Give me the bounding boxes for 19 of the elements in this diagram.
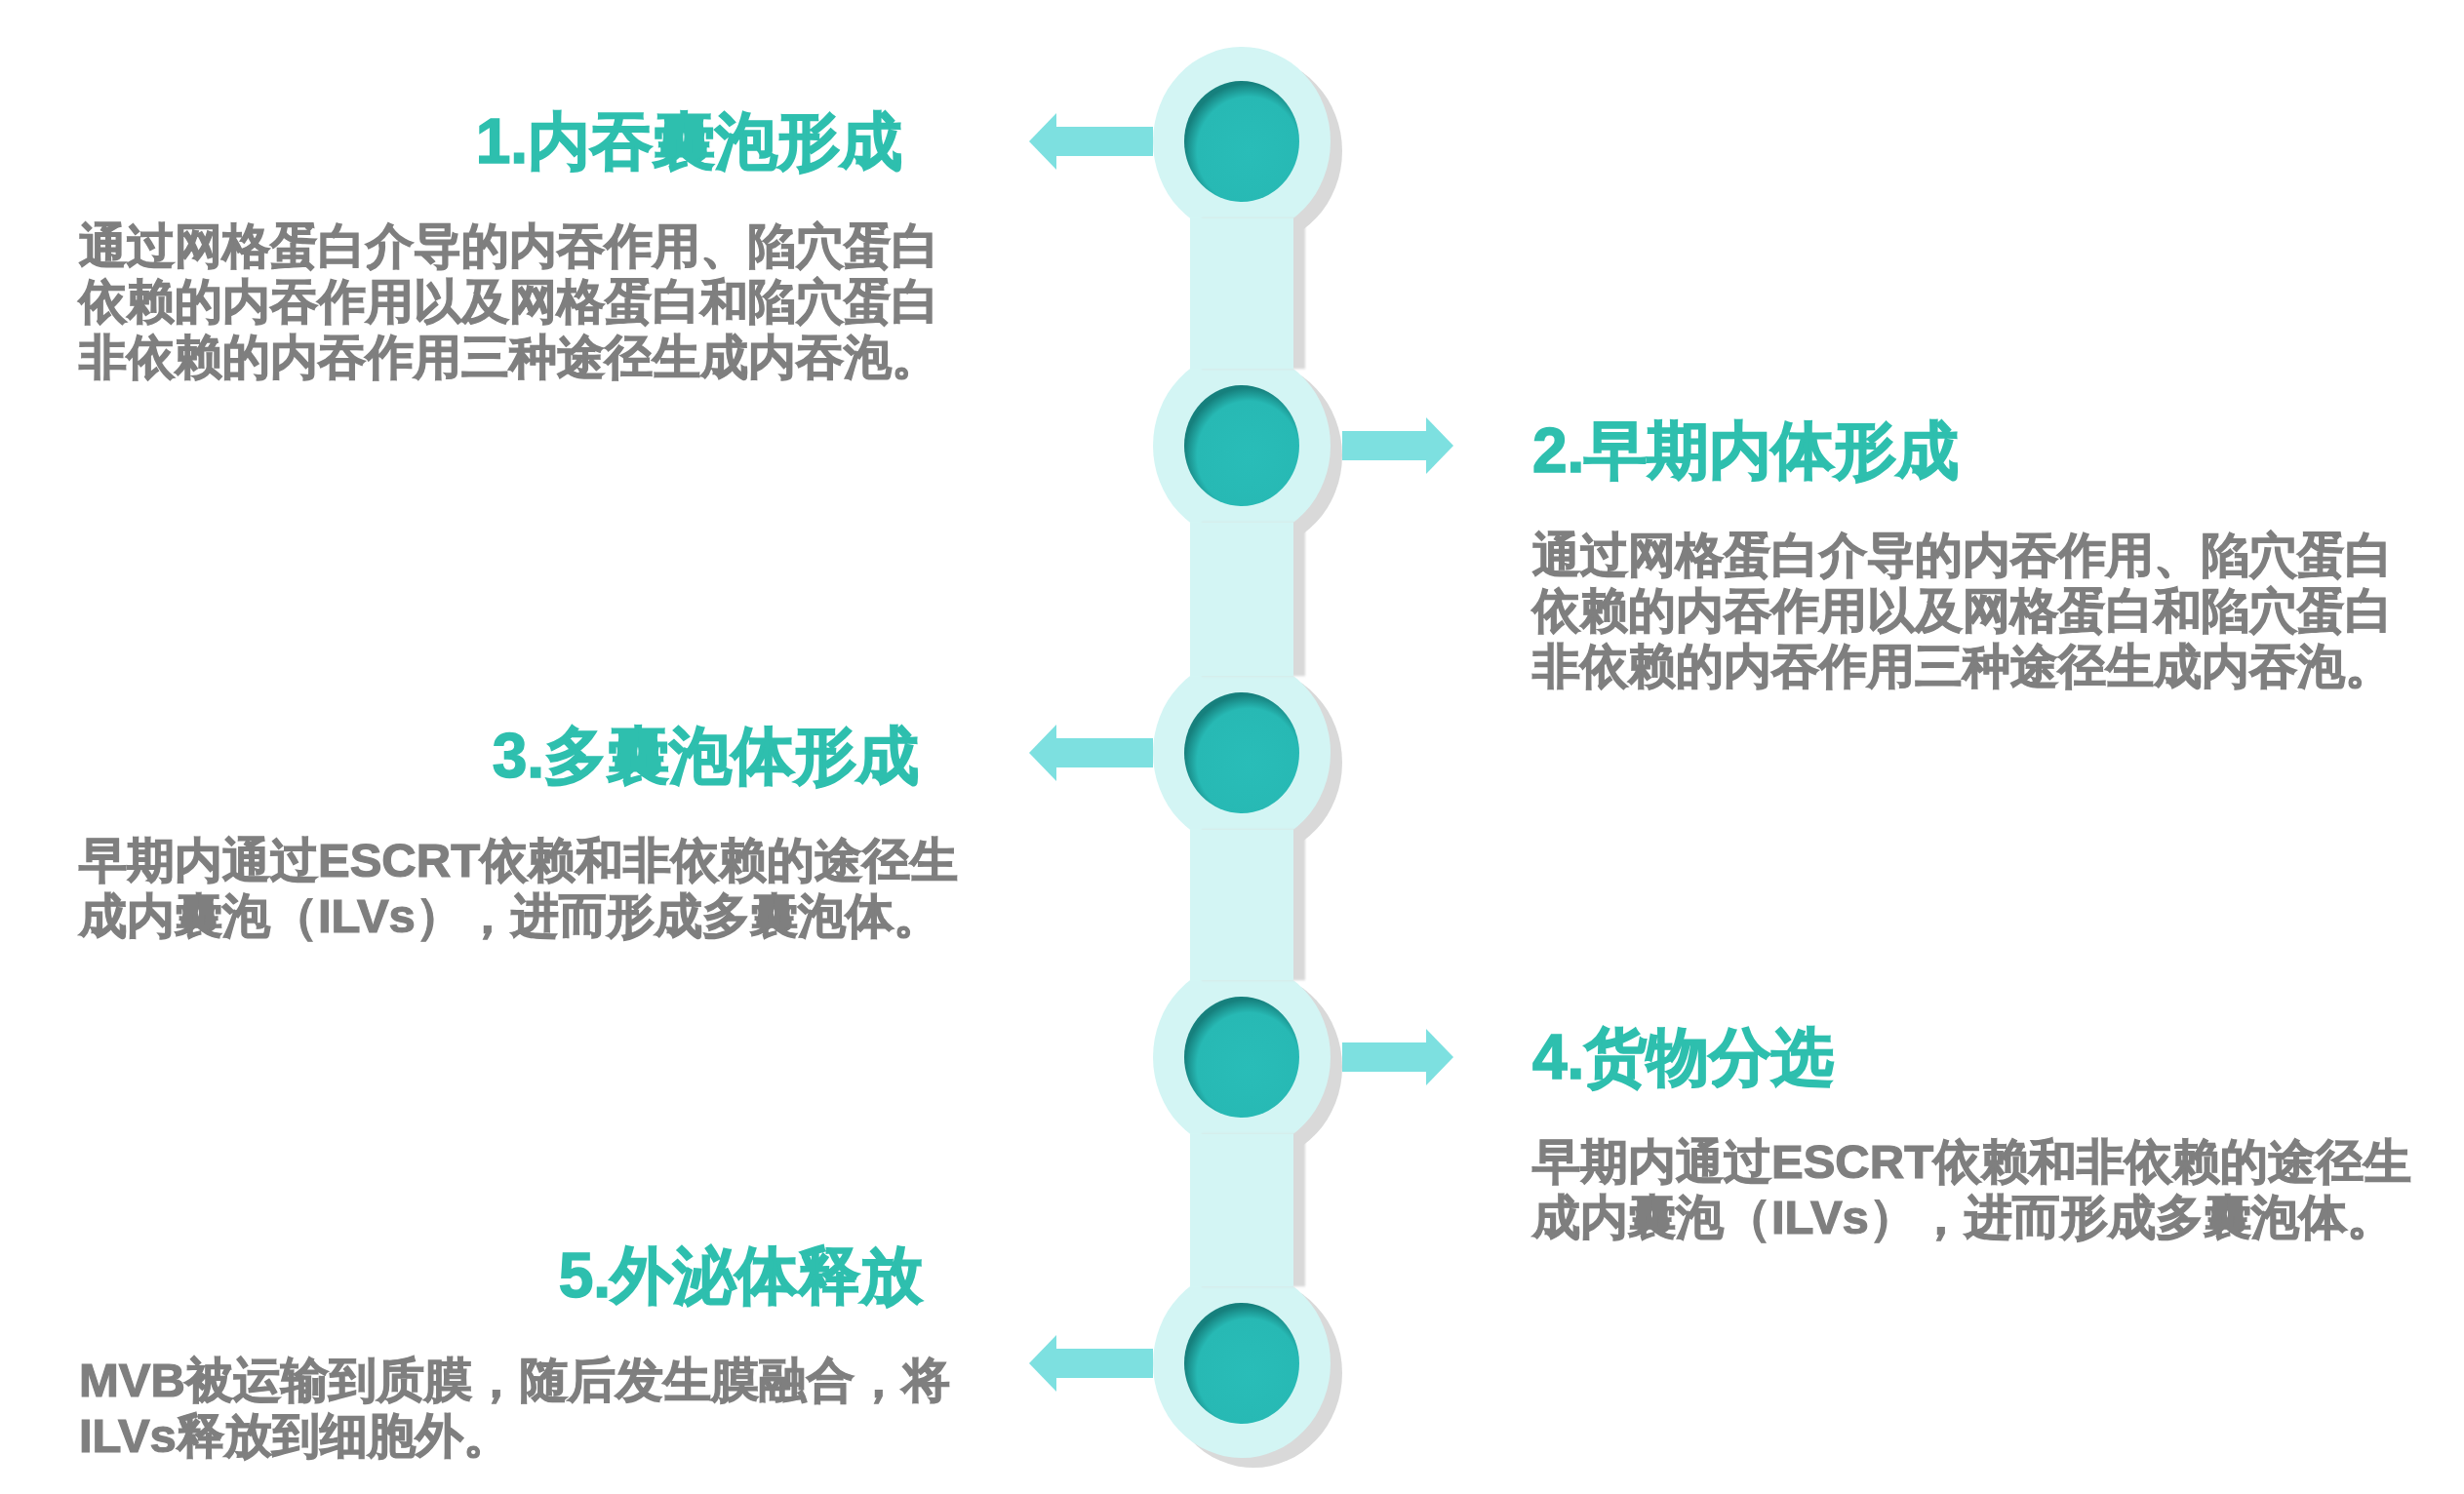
step-title: 4.货物分选: [1532, 1021, 1835, 1093]
step-description: 早期内通过ESCRT依赖和非依赖的途径生成内囊泡（ILVs），进而形成多囊泡体。: [79, 833, 960, 944]
timeline-track: [1190, 829, 1293, 981]
arrow: [1029, 725, 1153, 781]
step-description: MVB被运输到质膜，随后发生膜融合，将ILVs释放到细胞外。: [79, 1353, 951, 1464]
arrow: [1342, 417, 1453, 474]
timeline-track: [1190, 217, 1293, 370]
step-description: 通过网格蛋白介导的内吞作用、陷穴蛋白依赖的内吞作用以及网格蛋白和陷穴蛋白非依赖的内吞作用三种途径生成内吞泡。: [79, 218, 940, 385]
step-description: 早期内通过ESCRT依赖和非依赖的途径生成内囊泡（ILVs），进而形成多囊泡体。: [1532, 1134, 2413, 1245]
step-title: 2.早期内体形成: [1532, 414, 1960, 487]
step-title: 5.外泌体释放: [558, 1239, 923, 1312]
step-description: 通过网格蛋白介导的内吞作用、陷穴蛋白依赖的内吞作用以及网格蛋白和陷穴蛋白非依赖的内吞作用三种途径生成内吞泡。: [1532, 528, 2394, 694]
timeline-track: [1190, 1133, 1293, 1287]
arrow: [1029, 1335, 1153, 1392]
timeline-track: [1190, 522, 1293, 677]
arrow: [1029, 113, 1153, 170]
step-title: 3.多囊泡体形成: [492, 720, 919, 792]
arrow: [1342, 1029, 1453, 1085]
step-title: 1.内吞囊泡形成: [475, 105, 902, 177]
